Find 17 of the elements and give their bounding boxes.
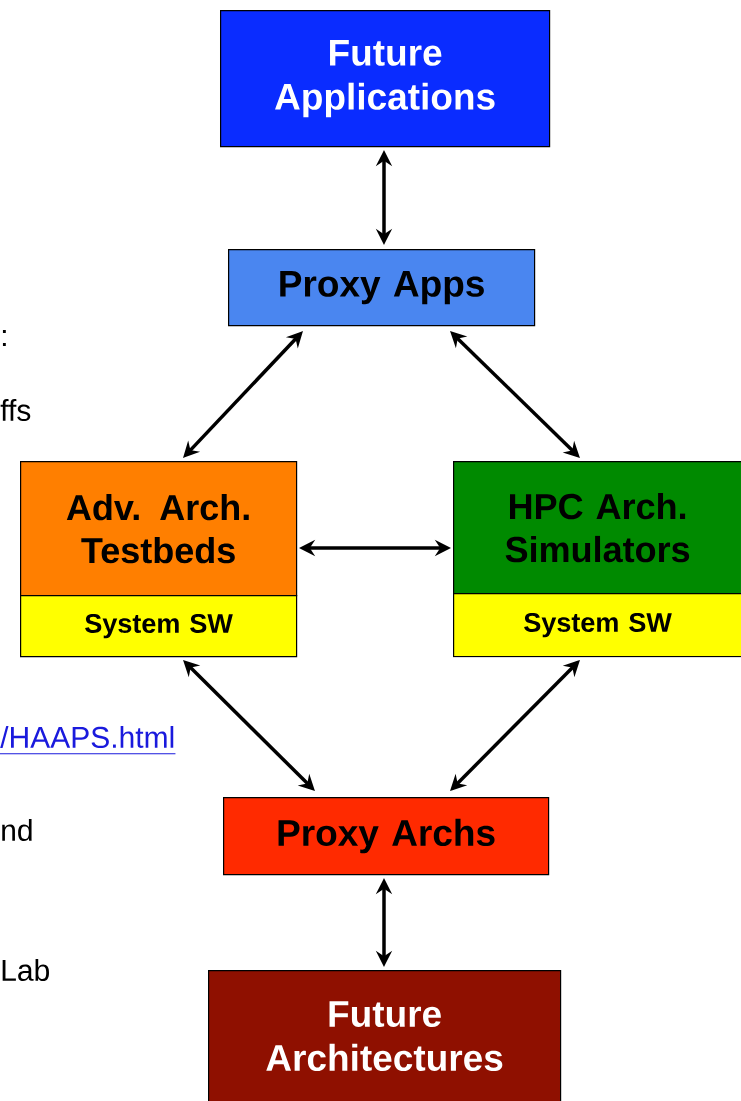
label-band: System SW — [20, 595, 298, 658]
text-fragment: ffs — [0, 399, 31, 421]
text-box: HPC Arch. Simulators — [453, 461, 741, 595]
link-text: /HAAPS.html — [0, 726, 177, 755]
arrow — [450, 331, 580, 458]
text-box: Future Applications — [220, 10, 551, 148]
text-box: Adv. Arch. Testbeds — [20, 461, 298, 597]
text-box: Proxy Archs — [223, 797, 550, 876]
label-band: System SW — [453, 593, 741, 658]
text-fragment: Lab — [2, 959, 49, 982]
arrow — [450, 660, 580, 791]
text-box: Proxy Apps — [228, 249, 536, 327]
arrow — [183, 331, 303, 458]
text-fragment: nd — [2, 819, 32, 842]
text-fragment: : — [2, 330, 6, 346]
arrow — [183, 660, 315, 791]
text-box: Future Architectures — [208, 970, 562, 1101]
